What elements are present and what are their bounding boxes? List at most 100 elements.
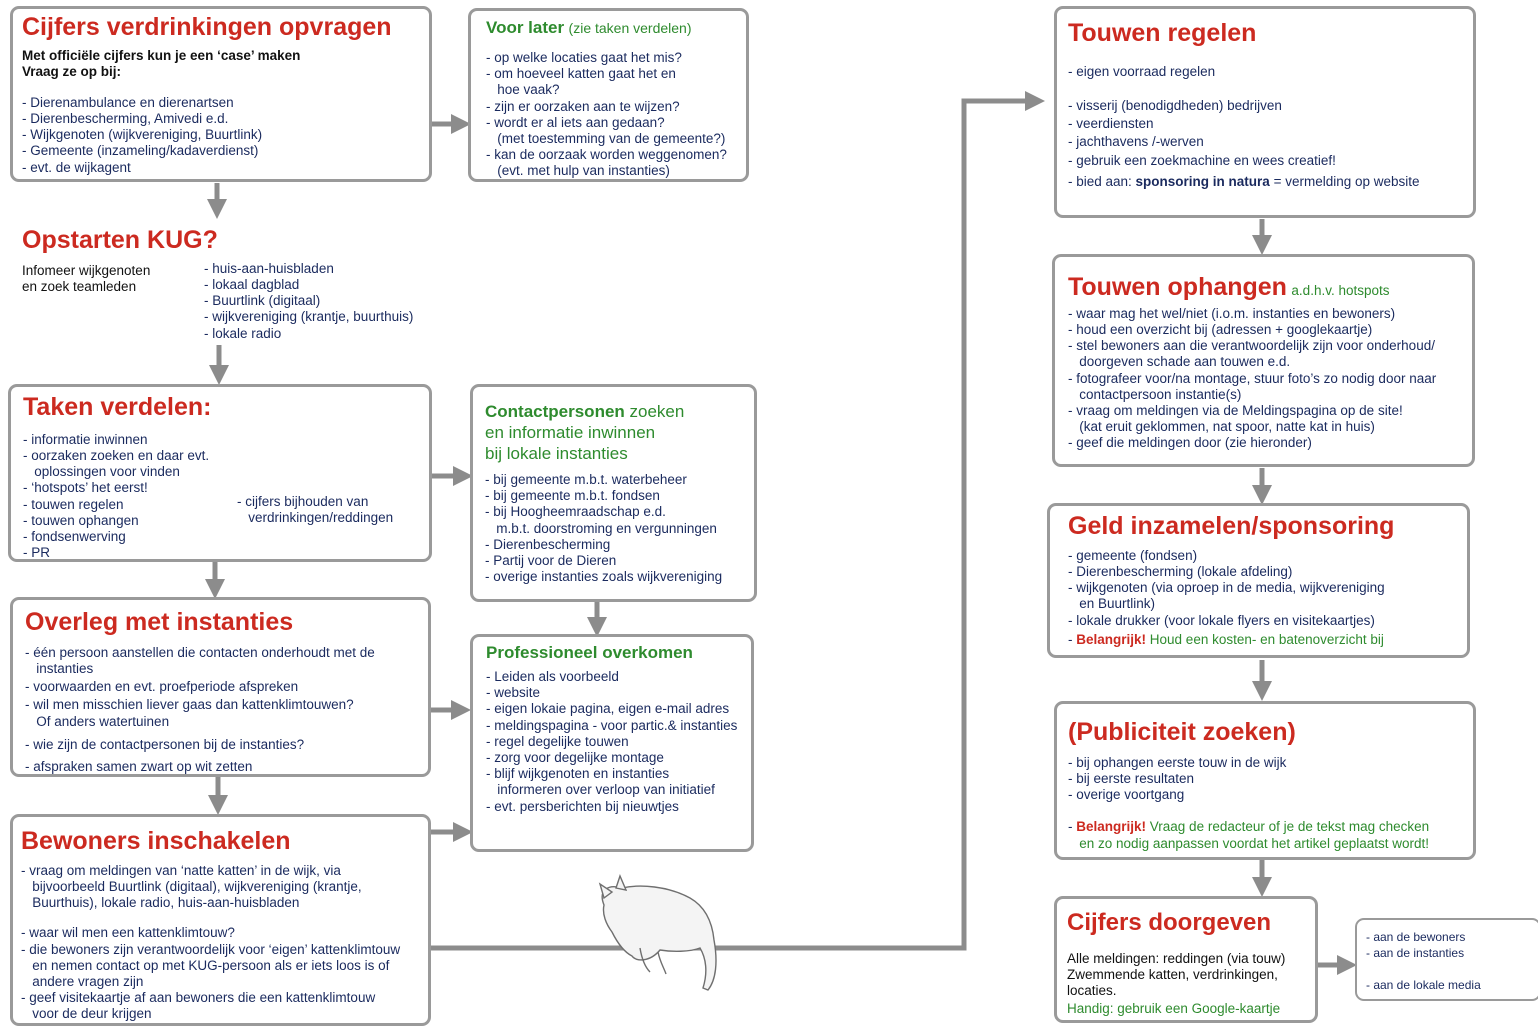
box-touwen-regelen: Touwen regelen - eigen voorraad regelen … xyxy=(1054,6,1476,218)
list-item: - wil men misschien liever gaas dan katt… xyxy=(25,697,354,713)
list-item: (kat eruit geklommen, nat spoor, natte k… xyxy=(1068,419,1375,435)
list-item: oplossingen voor vinden xyxy=(23,464,180,480)
box-cijfers-doorgeven: Cijfers doorgeven Alle meldingen: reddin… xyxy=(1054,896,1318,1023)
list-item: voor de deur krijgen xyxy=(21,1006,152,1022)
list-item: - Leiden als voorbeeld xyxy=(486,669,619,684)
list-item: - zijn er oorzaken aan te wijzen? xyxy=(486,98,680,114)
list-item: - Wijkgenoten (wijkvereniging, Buurtlink… xyxy=(22,127,263,143)
list-item: - zorg voor degelijke montage xyxy=(486,750,664,766)
list-item: - kan de oorzaak worden weggenomen? xyxy=(486,147,727,163)
list-item: Buurthuis), lokale radio, huis-aan-huisb… xyxy=(21,895,300,911)
sponsoring-prefix: - bied aan: xyxy=(1068,173,1136,189)
kug-intro-line: Infomeer wijkgenoten xyxy=(22,262,151,278)
list-item-belangrijk: - Belangrijk! Vraag de redacteur of je d… xyxy=(1068,819,1430,835)
list-item: - houd een overzicht bij (adressen + goo… xyxy=(1068,321,1373,337)
list-item: - visserij (benodigdheden) bedrijven xyxy=(1068,97,1282,113)
list-item: andere vragen zijn xyxy=(21,973,144,989)
list-item xyxy=(1068,80,1473,98)
list-item: - wordt er al iets aan gedaan? xyxy=(486,114,665,130)
list-item: - geef visitekaartje af aan bewoners die… xyxy=(21,990,376,1006)
list-item: - regel degelijke touwen xyxy=(486,733,629,749)
list-item: - Gemeente (inzameling/kadaverdienst) xyxy=(22,143,259,159)
list-item: - stel bewoners aan die verantwoordelijk… xyxy=(1068,338,1435,354)
list-item: en Buurtlink) xyxy=(1068,596,1156,612)
list-item: - bij eerste resultaten xyxy=(1068,770,1195,786)
list-item: - informatie inwinnen xyxy=(23,431,148,447)
box-taken-verdelen: Taken verdelen: - informatie inwinnen - … xyxy=(8,384,432,562)
sponsoring-bold: sponsoring in natura xyxy=(1135,173,1270,189)
list-item: Zwemmende katten, verdrinkingen, xyxy=(1067,966,1278,982)
list-item: - website xyxy=(486,685,541,701)
box-contactpersonen-line2: en informatie inwinnen xyxy=(485,423,656,442)
list-item: - wie zijn de contactpersonen bij de ins… xyxy=(25,736,305,752)
list-item xyxy=(21,911,428,925)
list-item: - oorzaken zoeken en daar evt. xyxy=(23,447,210,463)
list-item: contactpersoon instantie(s) xyxy=(1068,386,1242,402)
list-item: - veerdiensten xyxy=(1068,116,1154,132)
box-voor-later-title: Voor later xyxy=(486,18,565,37)
list-item: - overige instanties zoals wijkverenigin… xyxy=(485,569,723,585)
list-item: - wijkvereniging (krantje, buurthuis) xyxy=(204,309,414,325)
belangrijk-text-2: en zo nodig aanpassen voordat het artike… xyxy=(1079,835,1429,851)
list-item: - bij gemeente m.b.t. fondsen xyxy=(485,488,660,504)
list-item: - lokale drukker (voor lokale flyers en … xyxy=(1068,612,1375,628)
list-item: - geef die meldingen door (zie hieronder… xyxy=(1068,435,1312,451)
list-item: - wijkgenoten (via oproep in de media, w… xyxy=(1068,580,1385,596)
box-touwen-ophangen-subtitle: a.d.h.v. hotspots xyxy=(1291,283,1390,298)
list-item: - gemeente (fondsen) xyxy=(1068,547,1198,563)
box-voor-later-subtitle: (zie taken verdelen) xyxy=(568,20,692,36)
list-item: - op welke locaties gaat het mis? xyxy=(486,50,682,65)
box-overleg-instanties: Overleg met instanties - één persoon aan… xyxy=(10,597,431,777)
box-cijfers-opvragen-intro: Met officiële cijfers kun je een ‘case’ … xyxy=(22,47,301,63)
box-contactpersonen-title-rest: zoeken xyxy=(624,402,685,421)
box-publiciteit: (Publiciteit zoeken) - bij ophangen eers… xyxy=(1054,701,1476,860)
belangrijk-text: Houd een kosten- en batenoverzicht bij xyxy=(1146,631,1384,647)
list-item: - gebruik een zoekmachine en wees creati… xyxy=(1068,152,1336,168)
list-item: informeren over verloop van initiatief xyxy=(486,782,715,798)
box-cijfers-opvragen-title: Cijfers verdrinkingen opvragen xyxy=(22,13,392,41)
belangrijk-label: Belangrijk! xyxy=(1076,819,1147,835)
list-item: - Partij voor de Dieren xyxy=(485,553,617,569)
list-item: - vraag om meldingen via de Meldingspagi… xyxy=(1068,402,1403,418)
kug-intro-line: en zoek teamleden xyxy=(22,278,137,294)
box-professioneel: Professioneel overkomen - Leiden als voo… xyxy=(470,634,754,852)
list-item: - jachthavens /-werven xyxy=(1068,134,1204,150)
box-contactpersonen: Contactpersonen zoeken en informatie inw… xyxy=(470,384,757,602)
list-item: - touwen regelen xyxy=(23,496,124,512)
box-cijfers-opvragen-intro2: Vraag ze op bij: xyxy=(22,63,122,79)
box-voor-later: Voor later (zie taken verdelen) - op wel… xyxy=(468,8,749,182)
list-item: Alle meldingen: reddingen (via touw) xyxy=(1067,950,1286,966)
list-item: hoe vaak? xyxy=(486,82,560,98)
list-item: - aan de lokale media xyxy=(1366,978,1481,992)
list-item-sponsoring: - bied aan: sponsoring in natura = verme… xyxy=(1068,174,1473,190)
list-item-tip: Handig: gebruik een Google-kaartje xyxy=(1067,1001,1281,1017)
list-item: - bij ophangen eerste touw in de wijk xyxy=(1068,754,1287,770)
list-item: - die bewoners zijn verantwoordelijk voo… xyxy=(21,941,401,957)
list-item: - touwen ophangen xyxy=(23,512,139,528)
list-item: - PR xyxy=(23,545,50,561)
box-touwen-ophangen-title-row: Touwen ophangen a.d.h.v. hotspots xyxy=(1068,273,1472,302)
list-item: - huis-aan-huisbladen xyxy=(204,260,334,276)
list-item: - cijfers bijhouden van xyxy=(237,494,369,509)
list-item: - aan de bewoners xyxy=(1366,930,1466,944)
list-item: (met toestemming van de gemeente?) xyxy=(486,131,726,147)
list-item: - waar mag het wel/niet (i.o.m. instanti… xyxy=(1068,305,1396,321)
list-item: - evt. persberichten bij nieuwtjes xyxy=(486,798,679,814)
list-item: - Dierenbescherming xyxy=(485,536,611,552)
sponsoring-suffix: = vermelding op website xyxy=(1269,173,1420,189)
box-voor-later-title-row: Voor later (zie taken verdelen) xyxy=(486,18,746,38)
box-overleg-instanties-title: Overleg met instanties xyxy=(25,608,294,636)
box-geld-inzamelen-title: Geld inzamelen/sponsoring xyxy=(1068,512,1395,540)
list-item: - waar wil men een kattenklimtouw? xyxy=(21,925,235,941)
list-item: - lokale radio xyxy=(204,325,282,341)
list-item: - afspraken samen zwart op wit zetten xyxy=(25,758,253,774)
list-item: - Buurtlink (digitaal) xyxy=(204,293,321,309)
list-item: instanties xyxy=(25,660,94,676)
list-item: - één persoon aanstellen die contacten o… xyxy=(25,644,375,660)
list-item: - eigen voorraad regelen xyxy=(1068,63,1216,79)
list-item: (evt. met hulp van instanties) xyxy=(486,163,670,179)
box-taken-verdelen-title: Taken verdelen: xyxy=(23,393,212,421)
list-item: bijvoorbeeld Buurtlink (digitaal), wijkv… xyxy=(21,878,362,894)
list-item-belangrijk: - Belangrijk! Houd een kosten- en bateno… xyxy=(1068,631,1384,647)
list-item: - eigen lokaie pagina, eigen e-mail adre… xyxy=(486,701,730,717)
